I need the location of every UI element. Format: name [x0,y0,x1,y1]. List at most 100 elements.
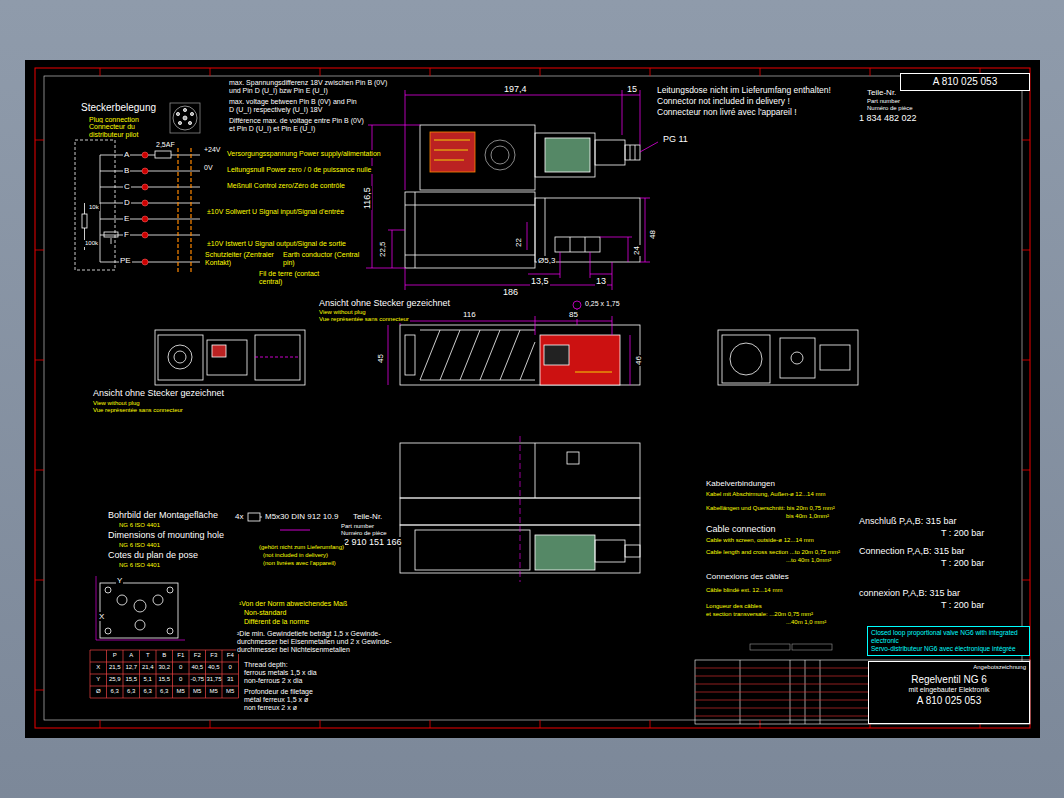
drawing-rect [625,545,640,557]
drawing-g [142,152,148,265]
drawing-g [388,301,630,385]
table-cell: 0 [173,664,190,671]
drawing-label: Kabellängen und Querschnitt: bis 20m 0,7… [705,505,836,512]
drawing-line [622,90,623,135]
drawing-line [760,68,761,76]
drawing-line [612,316,613,335]
drawing-label: 0V [203,164,214,172]
drawing-g [695,668,868,716]
drawing-circle [791,352,803,364]
drawing-label: métal ferreux 1,5 x ø [243,696,309,704]
drawing-g [695,644,1030,724]
drawing-label: Teile-Nr. [866,88,897,97]
drawing-label: +24V [203,146,222,154]
table-cell: 30,2 [156,664,173,671]
table-cell: 6,3 [123,688,140,695]
drawing-label: Anschluß P,A,B: 315 bar [858,516,957,526]
drawing-rect [35,68,1030,728]
drawing-label: Ø5,3 [537,256,556,265]
drawing-label: 197,4 [503,84,528,94]
drawing-line [96,576,97,640]
drawing-circle [142,216,148,222]
drawing-rect [155,330,305,385]
drawing-label: 45 [376,353,385,364]
table-cell: 31,75 [206,676,223,683]
drawing-line [575,372,612,373]
drawing-line [35,360,44,361]
drawing-line [695,700,868,701]
drawing-line [535,443,536,498]
table-cell: T [140,652,157,659]
drawing-label: Cable with screen, outside-ø 12...14 mm [705,537,815,544]
drawing-line [540,720,541,728]
drawing-label: ±10V Istwert U Signal output/Signal de s… [206,240,347,248]
drawing-line [628,237,629,262]
drawing-line [1022,140,1030,141]
drawing-label: PE [119,256,132,265]
table-cell: F2 [189,652,206,659]
drawing-line [96,640,185,641]
drawing-circle [142,200,148,206]
drawing-line [430,68,431,76]
drawing-line [90,650,239,651]
drawing-label: PG 11 [662,134,689,144]
drawing-line [90,674,239,675]
drawing-rect [155,151,171,158]
drawing-line [405,285,612,286]
drawing-circle [105,587,111,593]
drawing-line [84,203,85,214]
drawing-line [622,95,640,96]
drawing-label: X [98,612,105,621]
drawing-circle [167,587,173,593]
drawing-label: Vue représentée sans connecteur [318,316,410,323]
table-cell: 40,5 [206,664,223,671]
drawing-line [640,198,650,199]
table-cell: B [156,652,173,659]
drawing-line [405,205,535,206]
drawing-label: bis 40m 1,0mm² [785,513,830,520]
drawing-rect [780,338,815,378]
drawing-line [545,198,546,262]
drawing-label: Dimensions of mounting hole [107,530,225,540]
drawing-circle [183,116,187,120]
drawing-label: Différence max. de voltage entre Pin B (… [228,117,368,133]
drawing-line [480,330,500,380]
node-text: mit eingebauter Elektronik [872,686,1026,694]
drawing-label: Ansicht ohne Stecker gezeichnet [92,388,225,398]
drawing-label: Meßnull Control zero/Zéro de contrôle [226,182,346,190]
drawing-label: C [123,182,131,191]
drawing-label: Cotes du plan de pose [107,550,199,560]
drawing-label: Kabel mit Abschirmung, Außen-ø 12...14 m… [705,491,826,498]
drawing-line [148,155,155,156]
drawing-label: NG 6 ISO 4401 [118,562,161,569]
drawing-line [460,330,480,380]
drawing-label: ±10V Sollwert U Signal input/Signal d'en… [206,208,345,216]
drawing-line [280,530,310,531]
table-cell: A [123,652,140,659]
drawing-rect [567,452,579,464]
drawing-line [1022,250,1030,251]
drawing-circle [142,184,148,190]
drawing-line [695,692,868,693]
drawing-line [590,274,612,275]
table-cell: X [90,664,107,671]
table-cell: Ø [90,688,107,695]
drawing-g [75,103,200,270]
table-cell: F3 [206,652,223,659]
drawing-line [590,252,591,278]
drawing-circle [178,121,181,124]
drawing-g [96,576,185,640]
drawing-rect [625,145,640,160]
drawing-line [100,155,142,156]
drawing-label: Earth conductor (Central pin) [282,251,362,267]
drawing-label: Bohrbild der Montagefläche [107,510,219,520]
drawing-g [366,90,658,290]
drawing-label: non ferreux 2 x ø [243,704,298,712]
drawing-rect [212,345,226,357]
drawing-label: Kabelverbindungen [705,479,776,488]
drawing-rect [695,660,1030,724]
drawing-label: Profondeur de filetage [243,688,314,696]
drawing-rect [535,535,595,570]
drawing-label: View without plug [318,309,367,316]
drawing-label: 0,25 x 1,75 [584,300,621,308]
